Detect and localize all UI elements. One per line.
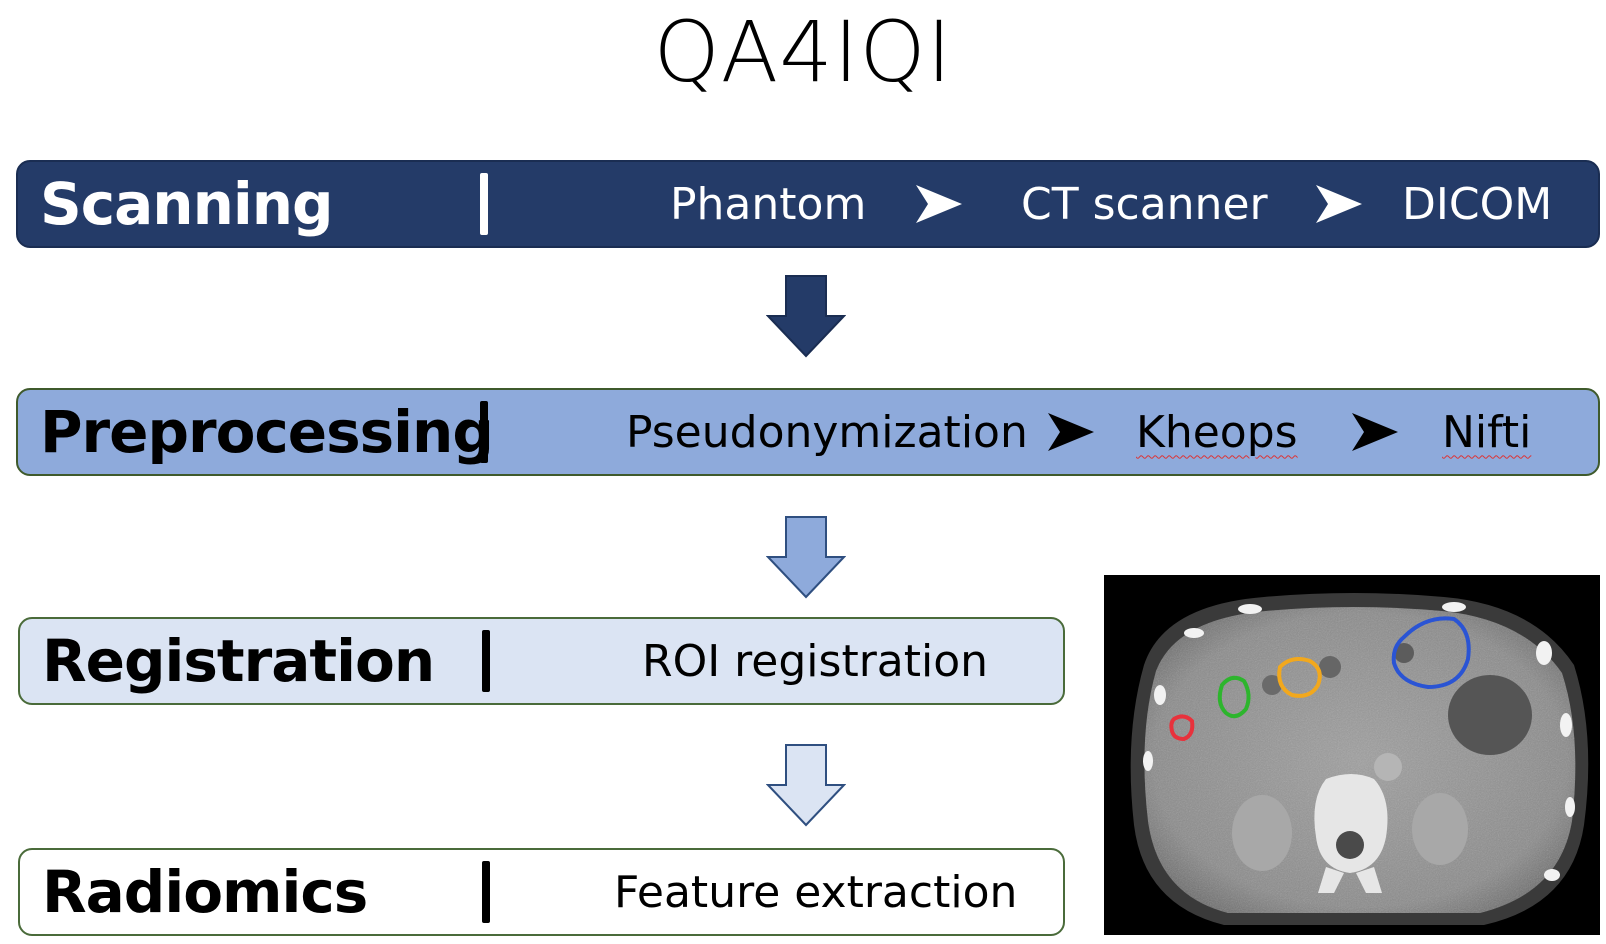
step-dicom: DICOM <box>1402 178 1553 230</box>
down-arrow-icon <box>766 275 846 358</box>
step-nifti: Nifti <box>1442 406 1532 458</box>
stage-separator <box>480 401 488 463</box>
step-ct-scanner: CT scanner <box>1021 178 1268 230</box>
radiomics-stage-bar: Radiomics Feature extraction <box>18 848 1065 936</box>
ct-scan-image <box>1104 575 1600 935</box>
stage-label-scanning: Scanning <box>40 170 334 238</box>
stage-separator <box>482 630 490 692</box>
stage-label-radiomics: Radiomics <box>42 858 368 926</box>
registration-stage-bar: Registration ROI registration <box>18 617 1065 705</box>
step-feature-extraction: Feature extraction <box>614 866 1018 918</box>
preprocessing-stage-bar: Preprocessing Pseudonymization Kheops Ni… <box>16 388 1600 476</box>
down-arrow-icon <box>766 516 846 599</box>
arrowhead-icon <box>1352 413 1398 451</box>
step-roi-registration: ROI registration <box>642 635 989 687</box>
scanning-stage-bar: Scanning Phantom CT scanner DICOM <box>16 160 1600 248</box>
diagram-title: QA4IQI <box>653 3 953 101</box>
arrowhead-icon <box>1048 413 1094 451</box>
ct-slice-illustration <box>1130 593 1589 925</box>
arrowhead-icon <box>1316 185 1362 223</box>
arrowhead-icon <box>916 185 962 223</box>
down-arrow-icon <box>766 744 846 827</box>
stage-label-preprocessing: Preprocessing <box>40 398 494 466</box>
stage-label-registration: Registration <box>42 627 435 695</box>
step-pseudonymization: Pseudonymization <box>626 406 1028 458</box>
stage-separator <box>480 173 488 235</box>
step-phantom: Phantom <box>670 178 867 230</box>
stage-separator <box>482 861 490 923</box>
step-kheops: Kheops <box>1136 406 1298 458</box>
